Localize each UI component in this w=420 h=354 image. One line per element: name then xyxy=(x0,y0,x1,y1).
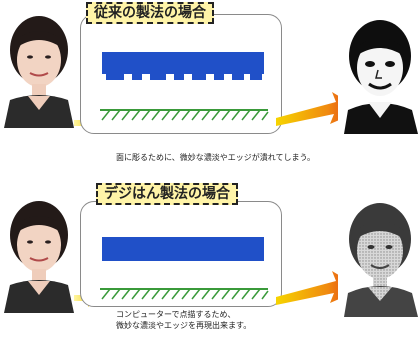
original-face-photo xyxy=(2,195,76,313)
method-caption: 面に彫るために、微妙な濃淡やエッジが潰れてしまう。 xyxy=(116,152,315,163)
caption-line: 微妙な濃淡やエッジを再現出来ます。 xyxy=(116,321,252,330)
method-title: デジはん製法の場合 xyxy=(96,183,238,205)
method-caption: コンピューターで点描するため、 微妙な濃淡やエッジを再現出来ます。 xyxy=(116,309,251,331)
high-contrast-face-result xyxy=(338,14,420,134)
method-title: 従来の製法の場合 xyxy=(86,2,214,24)
traditional-method-panel: 従来の製法の場合 xyxy=(2,2,420,163)
digihan-method-panel: デジはん製法の場合 xyxy=(0,177,420,354)
grainy-face-result xyxy=(338,197,420,317)
flat-block-diagram xyxy=(100,237,269,300)
original-face-photo xyxy=(2,10,76,128)
caption-line: 面に彫るために、微妙な濃淡やエッジが潰れてしまう。 xyxy=(116,153,316,162)
engraved-block-diagram xyxy=(100,52,269,121)
caption-line: コンピューターで点描するため、 xyxy=(116,310,236,319)
